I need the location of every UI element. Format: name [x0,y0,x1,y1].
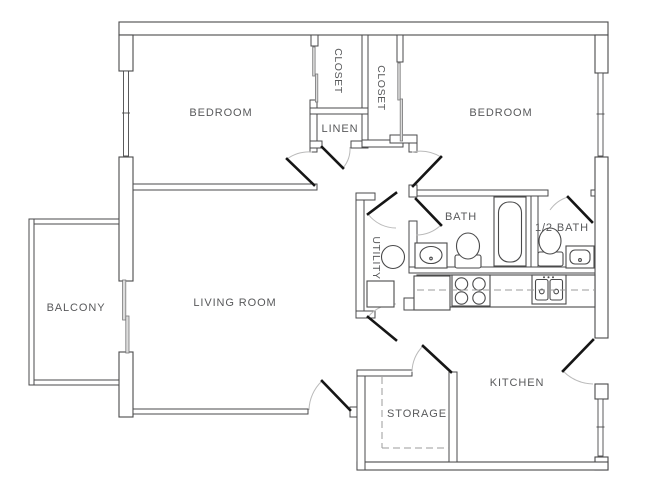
balcony-slider-icon [122,279,130,354]
balcony-label: BALCONY [47,302,106,314]
living-room-door-icon [320,379,352,412]
balcony-walls [28,218,120,386]
closet-left-bypass-icon [312,46,319,103]
half-bath-label: 1/2 BATH [535,222,589,234]
living-room-label: LIVING ROOM [193,297,276,309]
washer-icon [380,244,406,270]
windows [122,70,605,457]
closet-right-bypass-icon [397,62,404,142]
utility-label: UTILITY [370,236,382,279]
closet-right-label: CLOSET [375,65,387,111]
storage-label: STORAGE [387,408,447,420]
storage-door-icon [421,344,453,374]
kitchen-window-icon [596,398,605,457]
linen-label: LINEN [322,123,359,135]
bedroom-right-window-icon [596,72,605,157]
bath-toilet-icon [454,232,482,269]
interior-walls [132,34,596,471]
half-bath-door-icon [566,195,594,224]
fixtures [366,196,596,311]
bedroom-left-door-icon [285,157,316,187]
utility-square-icon [366,280,395,308]
half-bath-sink-icon [565,245,595,269]
bathtub-icon [493,196,527,267]
bedroom-left-window-icon [122,70,130,157]
door-leaves [285,145,595,412]
linen-door-icon [320,145,345,170]
half-bath-toilet-icon [537,227,564,267]
door-swing-arcs [286,146,594,411]
bedroom-right-door-icon [411,155,443,188]
sliding-doors [122,46,404,354]
entry-door-icon [561,338,595,373]
room-labels: BEDROOM BEDROOM LIVING ROOM BALCONY KITC… [47,48,589,420]
bedroom-right-label: BEDROOM [469,107,532,119]
bath-label: BATH [445,211,477,223]
bath-door-icon [414,197,443,227]
closet-left-label: CLOSET [332,48,344,94]
utility-top-door-icon [366,191,398,216]
dashed-lines [381,289,594,449]
bedroom-left-label: BEDROOM [189,107,252,119]
bath-sink-icon [414,242,448,269]
kitchen-label: KITCHEN [490,377,545,389]
refrigerator-icon [413,275,451,311]
utility-bottom-door-icon [366,315,398,342]
